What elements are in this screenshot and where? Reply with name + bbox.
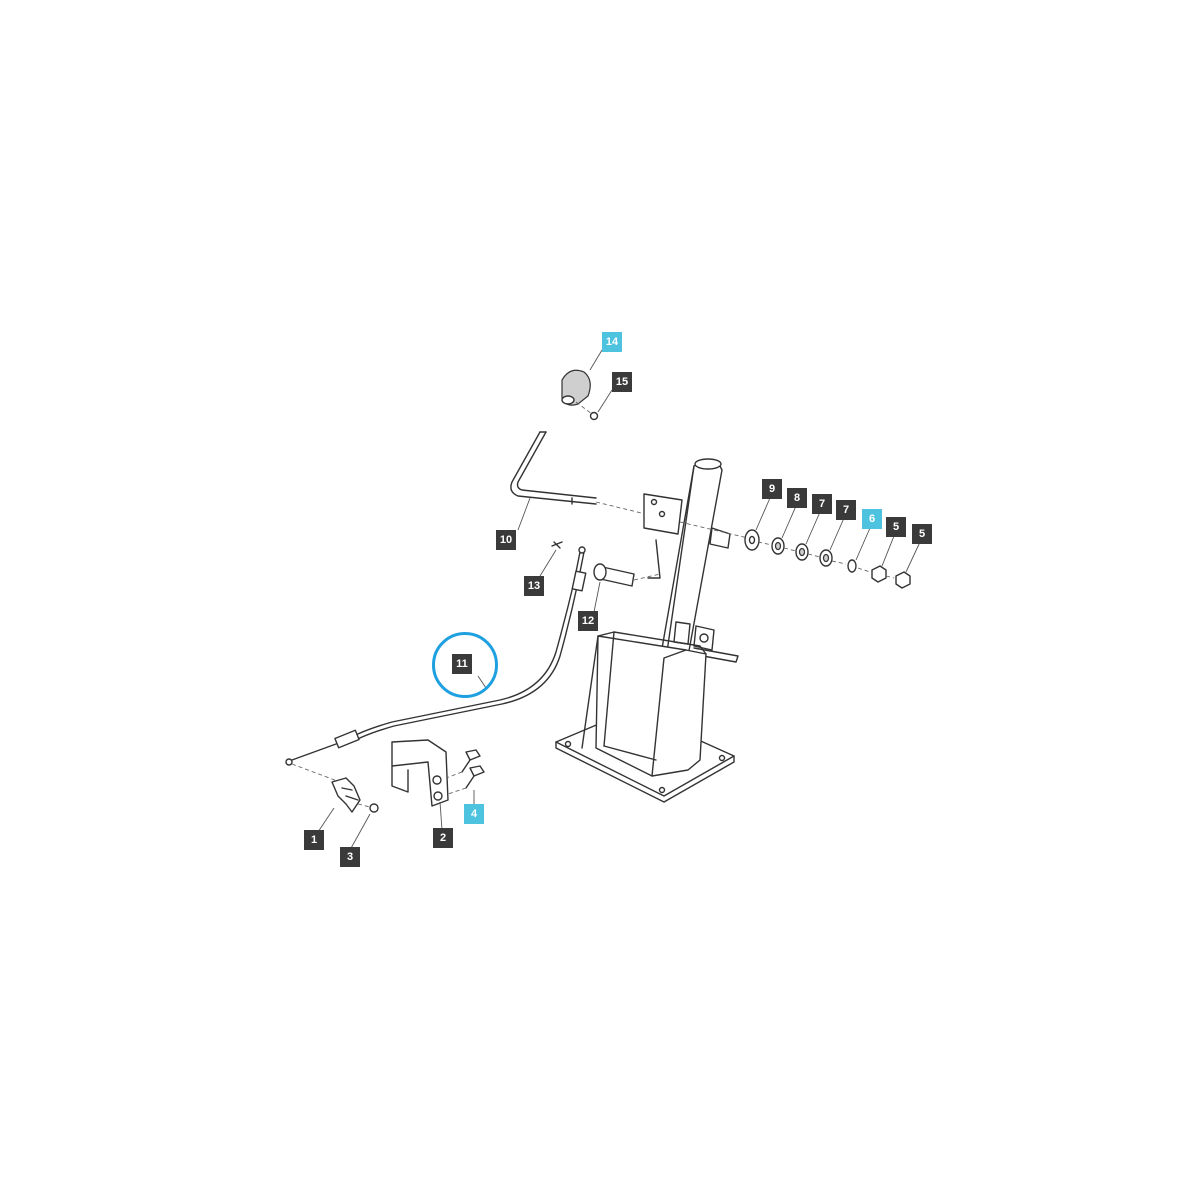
selected-part-highlight-ring	[432, 632, 498, 698]
callout-13[interactable]: 13	[524, 576, 544, 596]
part-3-nut[interactable]	[357, 803, 379, 813]
part-9-washer[interactable]	[744, 529, 760, 551]
callout-7a[interactable]: 7	[812, 494, 832, 514]
callout-6[interactable]: 6	[862, 509, 882, 529]
callout-4[interactable]: 4	[464, 804, 484, 824]
part-5-nut-b[interactable]	[895, 571, 911, 589]
callout-11[interactable]: 11	[452, 654, 472, 674]
callout-2[interactable]: 2	[433, 828, 453, 848]
part-8-washer[interactable]	[771, 537, 785, 555]
main-support-frame	[555, 458, 739, 803]
part-2-bracket[interactable]	[391, 739, 449, 807]
part-10-shift-lever[interactable]	[510, 431, 663, 519]
part-6-washer[interactable]	[847, 559, 857, 573]
callout-7b[interactable]: 7	[836, 500, 856, 520]
callout-8[interactable]: 8	[787, 488, 807, 508]
part-11-cable[interactable]	[285, 546, 587, 783]
part-7-washer-a[interactable]	[795, 543, 809, 561]
callout-5b[interactable]: 5	[912, 524, 932, 544]
part-15-screw[interactable]	[575, 401, 599, 421]
part-4-bolts[interactable]	[445, 749, 485, 795]
callout-12[interactable]: 12	[578, 611, 598, 631]
callout-14[interactable]: 14	[602, 332, 622, 352]
part-1-clip[interactable]	[331, 777, 361, 813]
callout-9[interactable]: 9	[762, 479, 782, 499]
part-14-knob[interactable]	[561, 369, 591, 406]
part-5-nut-a[interactable]	[871, 565, 887, 583]
callout-10[interactable]: 10	[496, 530, 516, 550]
callout-15[interactable]: 15	[612, 372, 632, 392]
leader-lines	[317, 349, 921, 851]
part-13-pin[interactable]	[551, 541, 563, 549]
callout-3[interactable]: 3	[340, 847, 360, 867]
callout-5a[interactable]: 5	[886, 517, 906, 537]
part-12-sleeve[interactable]	[593, 563, 661, 587]
callout-1[interactable]: 1	[304, 830, 324, 850]
part-7-washer-b[interactable]	[819, 549, 833, 567]
